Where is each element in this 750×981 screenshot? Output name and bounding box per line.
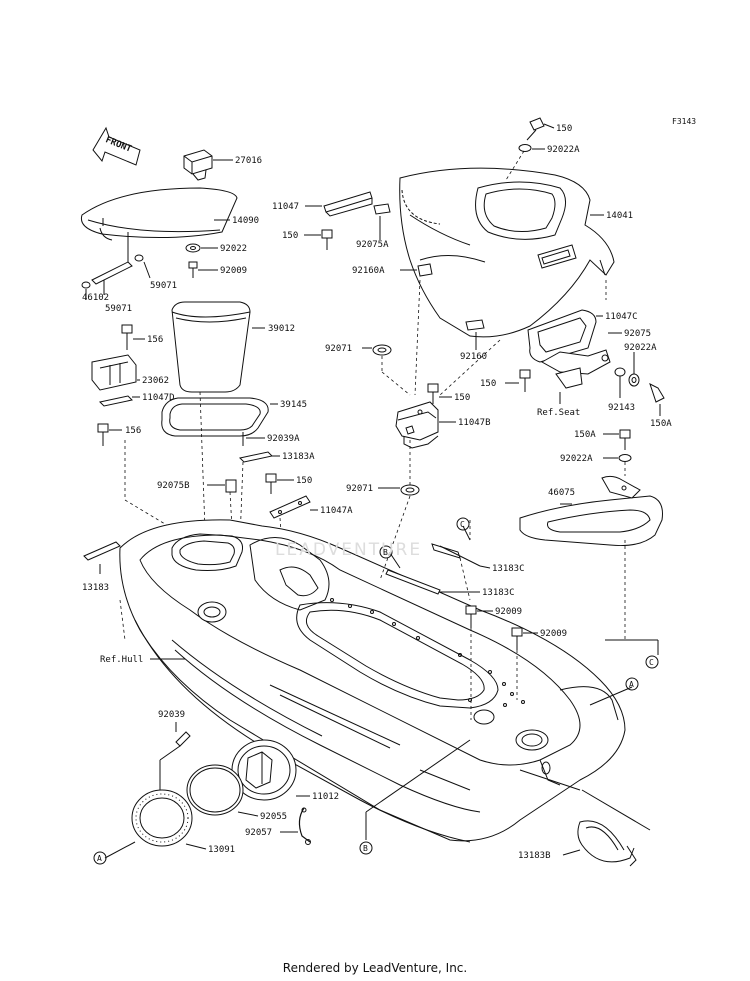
part-label: 150A <box>574 430 596 440</box>
watermark: LEADVENTURE <box>275 540 422 560</box>
part-label: 11047A <box>320 506 353 516</box>
hull-part <box>119 519 626 843</box>
part-label: 11047B <box>458 418 491 428</box>
callout-a-lower <box>93 851 107 865</box>
callout-a-lower-label: A <box>97 854 102 863</box>
part-label: 92075 <box>624 329 651 339</box>
storage-cover-part <box>80 187 238 241</box>
part-label: 92039A <box>267 434 300 444</box>
part-label: 92075B <box>157 481 190 491</box>
part-label: 23062 <box>142 376 169 386</box>
part-label: 11047 <box>272 202 299 212</box>
part-label: 13183B <box>518 851 551 861</box>
part-label: 150 <box>282 231 298 241</box>
part-label: 92022 <box>220 244 247 254</box>
callout-a-right-label: A <box>629 680 634 689</box>
part-label: 46075 <box>548 488 575 498</box>
gasket-part <box>161 397 278 437</box>
part-label: 156 <box>125 426 141 436</box>
part-label: 46102 <box>82 293 109 303</box>
part-label: 150 <box>556 124 572 134</box>
seat-part <box>399 167 615 338</box>
part-label: 92022A <box>624 343 657 353</box>
callout-b-upper <box>379 545 393 559</box>
part-label: 14041 <box>606 211 633 221</box>
part-label: 11012 <box>312 792 339 802</box>
exploded-view-svg: LEADVENTURE FRONT F3143 C B C A B A 2701… <box>80 117 696 867</box>
part-label: 59071 <box>105 304 132 314</box>
footer-credit: Rendered by LeadVenture, Inc. <box>282 961 468 975</box>
part-label: 92071 <box>346 484 373 494</box>
inspection-ring-part <box>131 789 207 850</box>
part-label: 92022A <box>547 145 580 155</box>
part-label: 92022A <box>560 454 593 464</box>
hinge-bracket-part <box>91 354 140 391</box>
callout-b-lower <box>359 841 373 855</box>
part-label: 13183A <box>282 452 315 462</box>
part-label: 13183 <box>82 583 109 593</box>
callout-c-lower <box>645 655 659 669</box>
part-label: 11047D <box>142 393 175 403</box>
part-label: 14090 <box>232 216 259 226</box>
part-label: 92039 <box>158 710 185 720</box>
part-label: Ref.Seat <box>537 408 580 418</box>
diagram-id: F3143 <box>672 117 696 126</box>
part-label: 92009 <box>220 266 247 276</box>
part-label: 150 <box>296 476 312 486</box>
part-label: 156 <box>147 335 163 345</box>
part-label: 150 <box>480 379 496 389</box>
callout-a-right <box>625 677 639 691</box>
part-label: 92160A <box>352 266 385 276</box>
part-label: 92055 <box>260 812 287 822</box>
rear-ring-part <box>562 820 637 867</box>
grab-handle-part <box>519 475 663 546</box>
part-label: 39145 <box>280 400 307 410</box>
callout-c-upper-label: C <box>460 520 465 529</box>
part-label: 59071 <box>150 281 177 291</box>
part-label: 92071 <box>325 344 352 354</box>
part-label: 150A <box>650 419 672 429</box>
part-label: 92057 <box>245 828 272 838</box>
callout-c-lower-label: C <box>649 658 654 667</box>
part-label: 11047C <box>605 312 638 322</box>
inspection-cover-part <box>231 739 310 801</box>
part-label: 39012 <box>268 324 295 334</box>
storage-bucket-part <box>171 301 265 393</box>
part-label: 150 <box>454 393 470 403</box>
part-label: 92009 <box>540 629 567 639</box>
part-label: 92143 <box>608 403 635 413</box>
callout-b-lower-label: B <box>363 844 368 853</box>
callout-b-upper-label: B <box>383 548 388 557</box>
part-label: 92160 <box>460 352 487 362</box>
part-label: 13183C <box>492 564 525 574</box>
bracket-part <box>395 401 456 449</box>
part-label: 27016 <box>235 156 262 166</box>
part-label: 13091 <box>208 845 235 855</box>
part-label: 92009 <box>495 607 522 617</box>
callout-c-upper <box>456 517 470 531</box>
front-arrow-icon <box>92 126 141 166</box>
part-label: Ref.Hull <box>100 655 143 665</box>
part-label: 92075A <box>356 240 389 250</box>
knob-part <box>183 149 213 181</box>
part-label: 13183C <box>482 588 515 598</box>
